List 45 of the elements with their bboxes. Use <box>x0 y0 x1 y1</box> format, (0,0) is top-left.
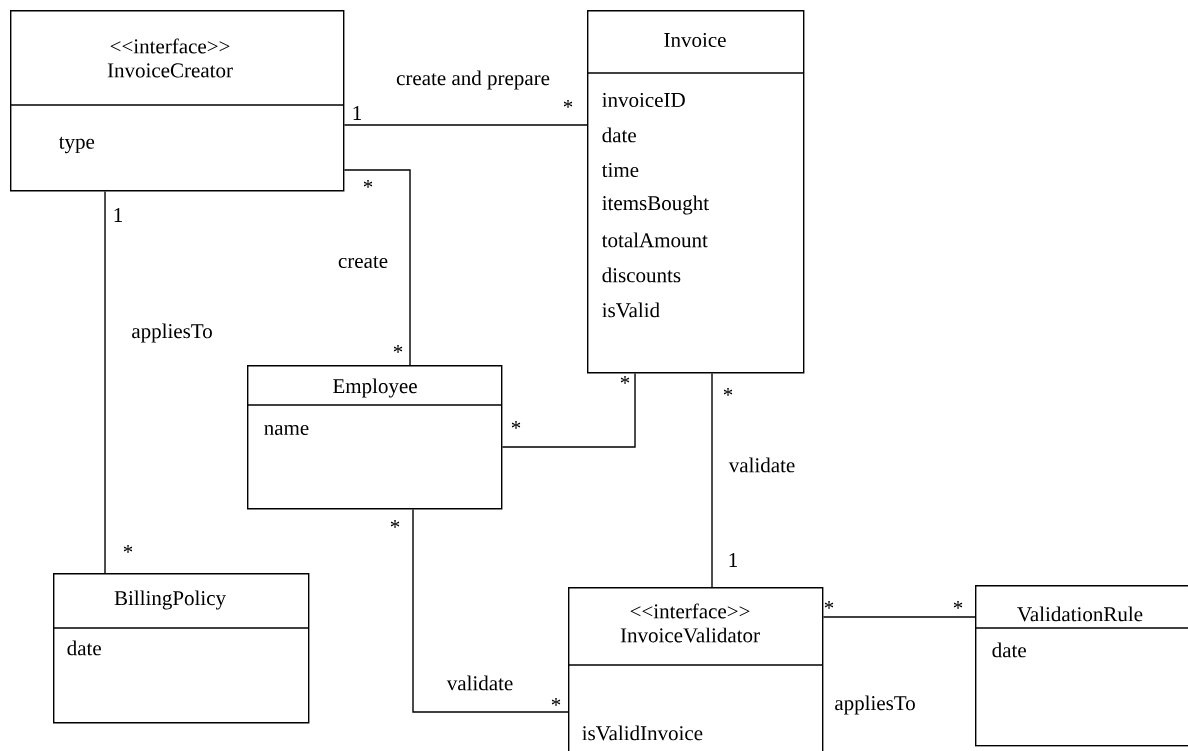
multiplicity-label: * <box>824 601 834 609</box>
association-line <box>822 616 976 618</box>
multiplicity-label: * <box>563 100 573 108</box>
multiplicity-label: 1 <box>353 106 361 120</box>
association-line <box>104 190 106 574</box>
edge-label: appliesTo <box>130 322 214 344</box>
class-name: <<interface>> InvoiceValidator <box>620 603 760 643</box>
class-name: Employee <box>333 378 417 398</box>
class-name: <<interface>> InvoiceCreator <box>107 38 233 78</box>
multiplicity-label: * <box>393 345 403 353</box>
multiplicity-label: 1 <box>114 208 122 222</box>
attribute-text: totalAmount <box>601 232 708 248</box>
multiplicity-label: * <box>511 421 521 429</box>
multiplicity-label: * <box>620 376 630 384</box>
attribute-text: date <box>67 640 101 656</box>
class-name: BillingPolicy <box>114 590 226 610</box>
edge-label: appliesTo <box>833 694 917 716</box>
attribute-text: type <box>58 136 95 154</box>
association-line <box>343 169 411 366</box>
attribute-text: isValid <box>602 302 660 318</box>
attribute-text: date <box>992 642 1026 658</box>
attribute-text: name <box>264 424 309 436</box>
multiplicity-label: * <box>123 545 133 553</box>
multiplicity-label: * <box>723 388 733 396</box>
attribute-text: isValidInvoice <box>582 725 703 741</box>
association-line <box>343 124 588 126</box>
multiplicity-label: 1 <box>729 553 737 567</box>
multiplicity-label: * <box>390 520 400 528</box>
class-name: ValidationRule <box>1017 606 1143 622</box>
edge-label: create <box>336 254 390 269</box>
multiplicity-label: * <box>551 698 561 706</box>
attribute-text: invoiceID <box>602 92 685 108</box>
association-line <box>412 508 569 713</box>
edge-label: validate <box>727 456 797 474</box>
association-line <box>711 372 713 588</box>
multiplicity-label: * <box>363 180 373 188</box>
multiplicity-label: * <box>953 601 963 609</box>
class-name: Invoice <box>664 32 726 48</box>
attribute-text: time <box>601 162 639 178</box>
edge-label: validate <box>445 674 515 692</box>
attribute-text: discounts <box>602 267 681 283</box>
attribute-text: date <box>602 127 636 143</box>
attribute-text: itemsBought <box>602 195 709 215</box>
association-line <box>501 372 636 448</box>
edge-label: create and prepare <box>395 69 551 91</box>
